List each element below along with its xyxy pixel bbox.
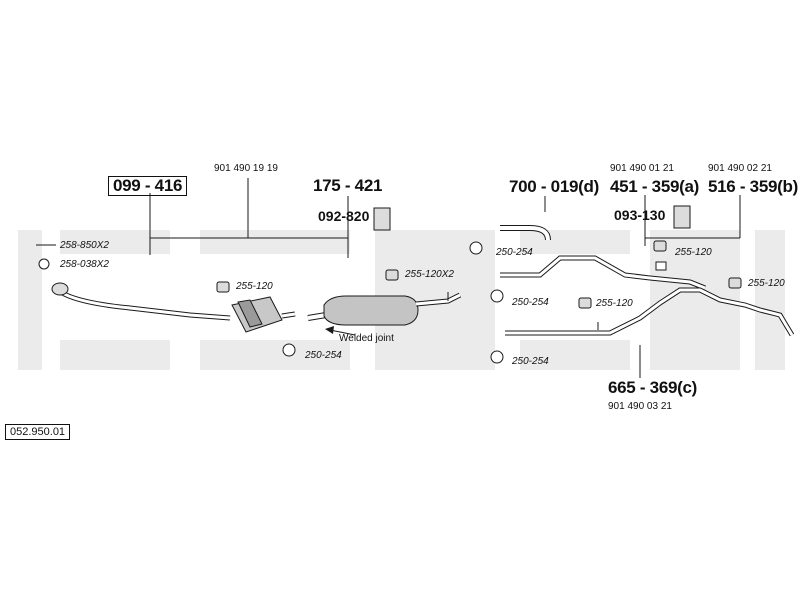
leader-lines (149, 178, 741, 378)
welded-arrow (329, 329, 356, 336)
hw-250-254-c: 250-254 (512, 297, 549, 308)
rubber-hangers (216, 205, 742, 309)
oem-number-4: 901 490 03 21 (608, 401, 672, 412)
tail-pipe-d (500, 225, 551, 241)
hw-250-254-b: 250-254 (496, 247, 533, 258)
part-700-019: 700 - 019(d) (509, 177, 599, 196)
hw-255-120-d: 255-120 (748, 278, 785, 289)
rear-pipe-lower (505, 287, 795, 337)
clamps (38, 241, 504, 364)
part-451-359: 451 - 359(a) (610, 177, 700, 196)
oem-number-1: 901 490 19 19 (214, 163, 278, 174)
part-516-359: 516 - 359(b) (708, 177, 798, 196)
flange (51, 282, 69, 296)
hw-255-120-a: 255-120 (236, 281, 273, 292)
part-099-416: 099 - 416 (108, 176, 188, 196)
hw-255-120x2: 255-120X2 (405, 269, 454, 280)
part-092-820: 092-820 (318, 208, 370, 224)
part-665-369: 665 - 369(c) (608, 378, 698, 397)
part-175-421: 175 - 421 (313, 176, 383, 195)
hw-258-850: 258-850X2 (60, 240, 109, 251)
part-093-130: 093-130 (614, 207, 666, 223)
hw-250-254-a: 250-254 (305, 350, 342, 361)
catalytic-converter (231, 296, 296, 333)
hw-255-120-c: 255-120 (596, 298, 633, 309)
rear-pipe-upper (500, 255, 706, 291)
hw-258-038: 258-038X2 (60, 259, 109, 270)
diagram-number: 052.950.01 (5, 424, 71, 440)
oem-number-3: 901 490 02 21 (708, 163, 772, 174)
front-pipe (56, 287, 231, 321)
oem-number-2: 901 490 01 21 (610, 163, 674, 174)
welded-joint-note: Welded joint (339, 333, 394, 344)
hw-255-120-b: 255-120 (675, 247, 712, 258)
hw-250-254-d: 250-254 (512, 356, 549, 367)
middle-silencer (307, 292, 462, 326)
